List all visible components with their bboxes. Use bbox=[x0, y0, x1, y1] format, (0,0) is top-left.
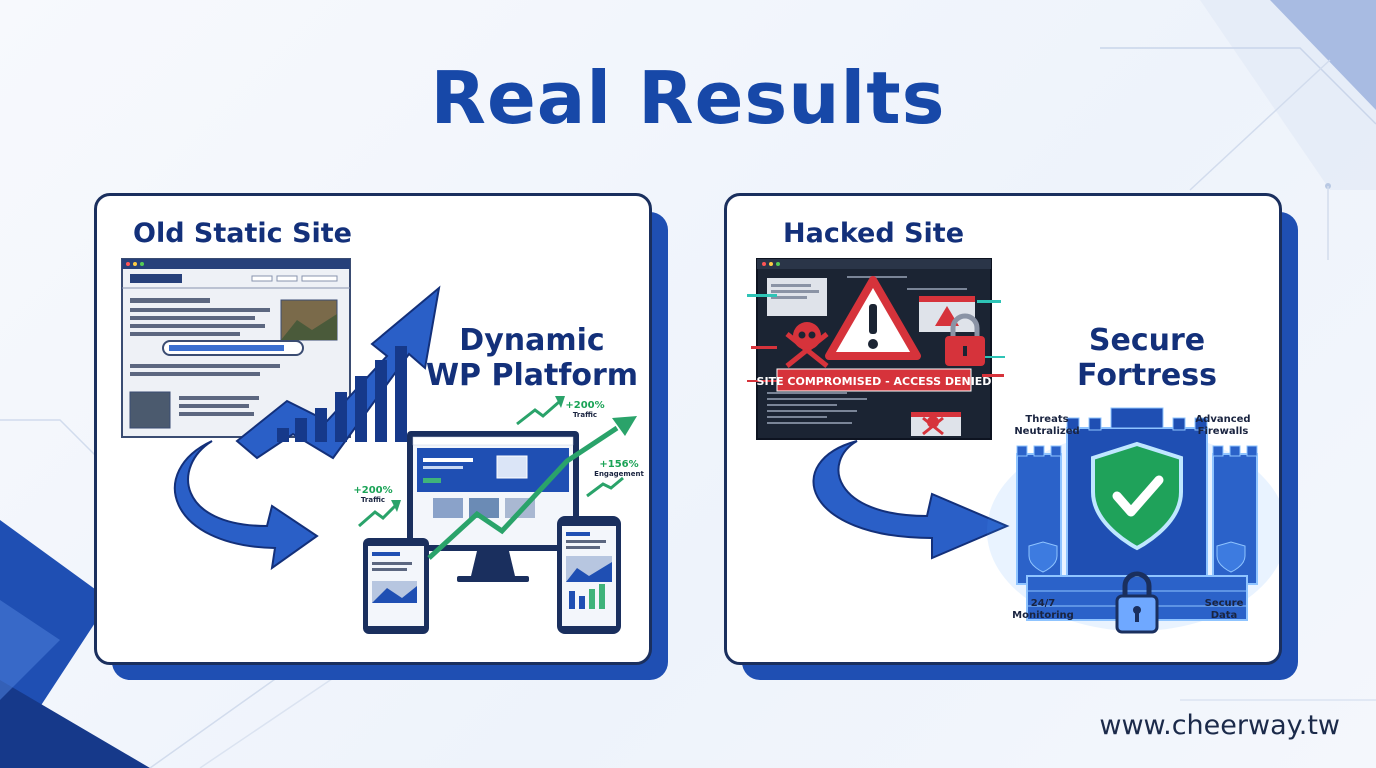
devices-icon bbox=[358, 396, 637, 634]
shield-check-icon bbox=[1091, 441, 1183, 551]
banner-text: SITE COMPROMISED - ACCESS DENIED bbox=[757, 375, 992, 388]
before-label: Old Static Site bbox=[133, 218, 352, 249]
warning-icon bbox=[825, 276, 921, 360]
hacked-site-card: SITE COMPROMISED - ACCESS DENIED bbox=[724, 193, 1282, 665]
after-label: Dynamic WP Platform bbox=[425, 323, 639, 393]
curved-arrow-icon bbox=[812, 440, 1010, 560]
after-label: Secure Fortress bbox=[1077, 323, 1217, 393]
padlock-icon bbox=[945, 313, 985, 366]
stat-badge: +200%Traffic bbox=[565, 400, 605, 419]
skull-icon bbox=[922, 416, 944, 436]
page-title: Real Results bbox=[430, 56, 946, 140]
skull-icon bbox=[785, 322, 829, 368]
before-label: Hacked Site bbox=[783, 218, 965, 249]
old-static-site-card: Old Static Site Dynamic WP Platform +200… bbox=[94, 193, 652, 665]
padlock-icon bbox=[1115, 571, 1159, 634]
website-url[interactable]: www.cheerway.tw bbox=[1099, 710, 1340, 741]
curved-arrow-icon bbox=[174, 440, 319, 571]
security-illustration: SITE COMPROMISED - ACCESS DENIED bbox=[747, 258, 1279, 634]
stat-badge: +156%Engagement bbox=[594, 459, 644, 478]
growth-arrow-icon bbox=[235, 285, 441, 460]
transformation-illustration bbox=[121, 258, 637, 634]
compromised-banner: SITE COMPROMISED - ACCESS DENIED bbox=[757, 368, 992, 392]
browser-window-icon bbox=[121, 258, 351, 438]
stat-badge: +200%Traffic bbox=[353, 485, 393, 504]
